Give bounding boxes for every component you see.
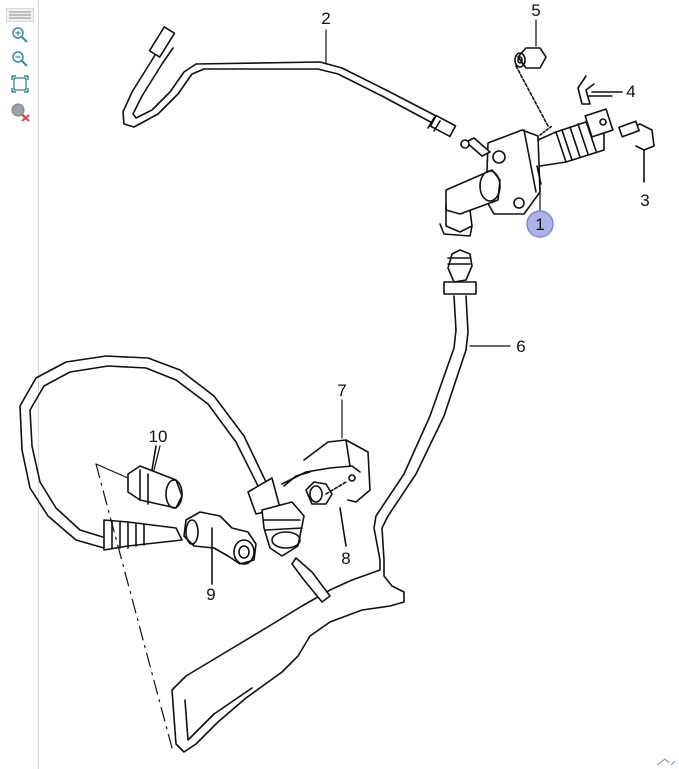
menu-icon (6, 8, 34, 22)
resize-corner-icon[interactable] (655, 755, 677, 767)
fit-to-screen-icon (11, 75, 29, 93)
part-9-elbow-fitting[interactable] (183, 511, 257, 585)
part-1-clutch-master-cylinder[interactable] (439, 108, 614, 237)
reset-zoom-icon (11, 103, 30, 122)
callout-9[interactable]: 9 (206, 585, 215, 604)
part-8-nut[interactable] (305, 481, 347, 547)
flexible-hose[interactable] (19, 355, 331, 603)
zoom-in-button[interactable] (6, 24, 34, 46)
callout-7[interactable]: 7 (337, 381, 346, 400)
callout-8[interactable]: 8 (341, 549, 350, 568)
leader-lines (153, 19, 623, 471)
callout-5[interactable]: 5 (531, 1, 540, 20)
callout-6[interactable]: 6 (516, 337, 525, 356)
part-5-nut[interactable] (514, 47, 547, 69)
part-6-hydraulic-pipe[interactable] (171, 249, 477, 753)
callout-1[interactable]: 1 (535, 215, 544, 234)
fit-button[interactable] (6, 73, 34, 95)
callout-labels: 1 2 3 4 5 6 7 8 9 10 (149, 1, 650, 604)
callout-1-highlight[interactable] (526, 210, 554, 238)
zoom-out-icon (12, 51, 28, 67)
part-4-retaining-clip[interactable] (577, 75, 623, 105)
part-7-mounting-bracket[interactable] (281, 439, 371, 503)
zoom-in-icon (12, 27, 28, 43)
reset-zoom-button[interactable] (6, 101, 34, 123)
callout-10[interactable]: 10 (149, 427, 168, 446)
part-3-clevis-pin[interactable] (618, 120, 655, 183)
menu-button[interactable] (6, 4, 34, 26)
zoom-out-button[interactable] (6, 48, 34, 70)
callout-2[interactable]: 2 (321, 9, 330, 28)
part-2-reservoir-hose[interactable] (122, 26, 457, 138)
callout-4[interactable]: 4 (626, 82, 635, 101)
callout-3[interactable]: 3 (640, 191, 649, 210)
part-10-hose-clip[interactable] (127, 445, 183, 509)
